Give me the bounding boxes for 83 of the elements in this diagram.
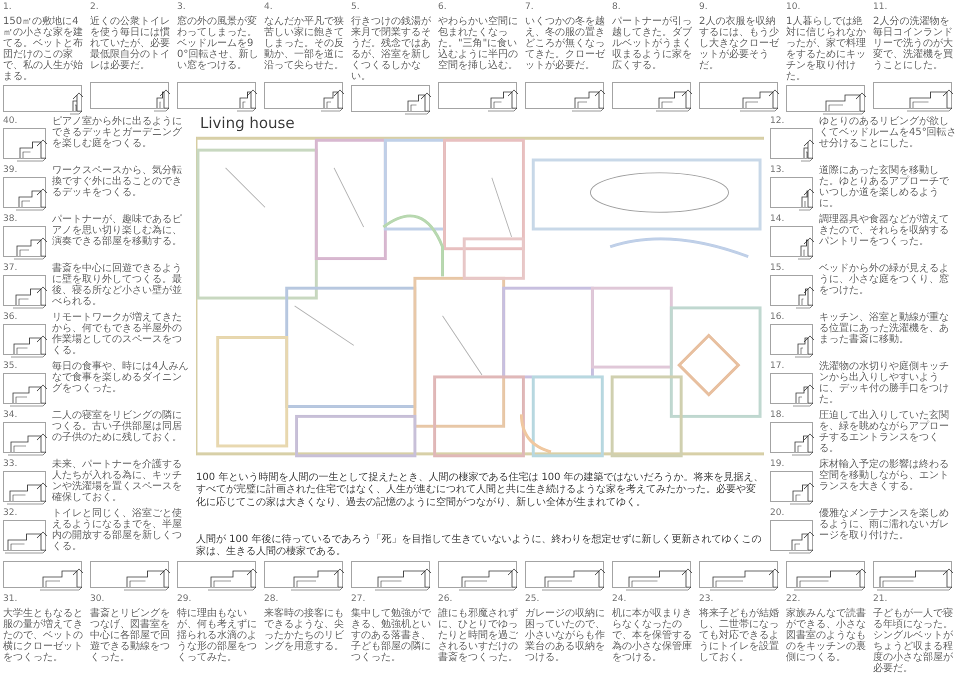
step-description: 2人分の洗濯物を毎日コインランドリーで洗うのが大変で、洗濯機を買うことにした。 <box>873 16 954 71</box>
step-description: 行きつけの銭湯が来月で閉業するそうだ。残念ではあるが、浴室を新しくつくるしかない。 <box>351 16 432 82</box>
step-number: 16. <box>770 312 786 323</box>
step-number: 7. <box>525 2 535 13</box>
step-number: 10. <box>786 2 802 13</box>
concept-paragraph: 100 年という時間を人間の一生として捉えたとき、人間の棲家である住宅は 100 年の建築ではないだろうか。将来を見据え、すべてが完璧に計画された住宅ではなく、人生が進むにつれて人間と共に生き続けるような家を考えてみたかった。必要や変化に応じてこの家は大きくなり、過去の記憶のように空間がつながり、新しい全体が生まれてゆく。 <box>196 472 764 510</box>
step-description: 特に理由もないが、何も考えずに揺られる水滴のような形の部屋をつくってみた。 <box>177 608 258 663</box>
step-description: 1人暮らしでは絶対に信じられなかったが、家で料理をするためにキッチンを取り付けた。 <box>786 16 867 82</box>
step-description: ワークスペースから、気分転換ですぐ外に出ることのできるデッキをつくる。 <box>52 165 183 198</box>
step-number: 9. <box>699 2 709 13</box>
step-number: 26. <box>438 594 454 605</box>
step-number: 14. <box>770 214 786 225</box>
step-number: 19. <box>770 459 786 470</box>
concept-paragraph: 人間が 100 年後に待っているであろう「死」を目指して生きていないように、終わりを想定せずに新しく更新されてゆくこの家は、生きる人間の棲家である。 <box>196 534 762 559</box>
step-number: 32. <box>3 508 18 519</box>
step-number: 18. <box>770 410 786 421</box>
step-number: 13. <box>770 165 786 176</box>
step-description: 子どもが一人で寝る年頃になった。シングルベットがちょうど収まる程度の小さな部屋が必要だ。 <box>873 608 954 674</box>
step-number: 40. <box>3 116 18 127</box>
step-number: 11. <box>873 2 888 13</box>
step-number: 36. <box>3 312 18 323</box>
step-description: 将来子どもが結婚し、二世帯になっても対応できるようにトイレを設置しておく。 <box>699 608 780 663</box>
step-number: 31. <box>3 594 18 605</box>
step-description: 書斎を中心に回遊できるように壁を取り外してつくる。最後、寝る所など小さい壁が並べられる。 <box>52 263 183 307</box>
step-number: 3. <box>177 2 187 13</box>
step-number: 1. <box>3 2 13 13</box>
step-description: 近くの公衆トイレを使う毎日には慣れていたが、必要最低限自分のトイレは必要だ。 <box>90 16 171 71</box>
step-description: 優雅なメンテナンスを楽しめるように、雨に濡れないガレージを取り付けた。 <box>819 508 950 541</box>
step-number: 30. <box>90 594 106 605</box>
step-description: 2人の衣服を収納するには、もう少し大きなクローゼットが必要そうだ。 <box>699 16 780 71</box>
step-description: ガレージの収納に困っていたので、小さいながらも作業台のある収納をつける。 <box>525 608 606 663</box>
step-number: 39. <box>3 165 18 176</box>
step-description: パートナーが引っ越してきた。ダブルベットがうまく収まるように家を広くする。 <box>612 16 693 71</box>
step-description: 圧迫して出入りしていた玄関を、緑を眺めながらアプローチするエントランスをつくる。 <box>819 410 950 454</box>
step-description: ピアノ室から外に出るようにできるデッキとガーデニングを楽しむ庭をつくる。 <box>52 116 183 149</box>
step-description: 集中して勉強ができる、勉強机といすのある落書き、子ども部屋の隣につくった。 <box>351 608 432 663</box>
step-description: なんだか平凡で狭苦しい家に飽きてしまった。その反動か、一部を道に沿って尖らせた。 <box>264 16 345 71</box>
step-description: 来客時の接客にもできるような、尖ったかたちのリビングを用意する。 <box>264 608 345 652</box>
step-number: 28. <box>264 594 280 605</box>
step-description: 窓の外の風景が変わってしまった。ベッドルームを90°回転させ、新しい窓をつける。 <box>177 16 260 71</box>
step-number: 4. <box>264 2 274 13</box>
step-number: 35. <box>3 361 18 372</box>
step-description: やわらかい空間に包まれたくなった。"三角"に食い込むように半円の空間を挿し込む。 <box>438 16 519 71</box>
step-number: 33. <box>3 459 18 470</box>
step-description: 毎日の食事や、時には4人みんなで食事を楽しめるダイニングをつくった。 <box>52 361 190 394</box>
step-number: 17. <box>770 361 786 372</box>
step-description: パートナーが、趣味であるピアノを思い切り楽しむ為に、演奏できる部屋を移動する。 <box>52 214 183 247</box>
step-description: 調理器具や食器などが増えてきたので、それらを収納するパントリーをつくった。 <box>819 214 950 247</box>
step-number: 5. <box>351 2 361 13</box>
step-number: 25. <box>525 594 540 605</box>
step-number: 37. <box>3 263 18 274</box>
diagram-title: Living house <box>200 114 295 132</box>
step-number: 34. <box>3 410 18 421</box>
step-description: 道際にあった玄関を移動した。ゆとりあるアプローチでいつしか道を楽しめるように。 <box>819 165 950 209</box>
step-number: 15. <box>770 263 786 274</box>
step-number: 12. <box>770 116 786 127</box>
step-number: 24. <box>612 594 628 605</box>
step-number: 8. <box>612 2 622 13</box>
step-description: リモートワークが増えてきたから、何でもできる半屋外の作業場としてのスペースをつくる。 <box>52 312 183 356</box>
step-description: 大学生ともなると服の量が増えてきたので、ベットの横にクローゼットをつくった。 <box>3 608 84 663</box>
step-number: 22. <box>786 594 802 605</box>
step-number: 38. <box>3 214 18 225</box>
step-description: いくつかの冬を越え、冬の服の置きどころが無くなってきた。クローゼットが必要だ。 <box>525 16 606 71</box>
step-description: 150㎡の敷地に4㎡の小さな家を建てる。ベットと布団だけのこの家で、私の人生が始まる。 <box>3 16 84 82</box>
step-description: トイレと同じく、浴室ごと使えるようになるまでを、半屋内の開放する部屋を新しくつくる。 <box>52 508 183 552</box>
step-description: 家族みんなで読書ができる、小さな図書室のようなものをキッチンの裏側につくる。 <box>786 608 867 663</box>
step-number: 2. <box>90 2 100 13</box>
step-description: 机に本が収まりきらなくなったので、本を保管する為の小さな保管庫をつける。 <box>612 608 693 663</box>
step-description: 洗濯物の水切りや庭側キッチンから出入りしやすいように、デッキ付の勝手口をつけた。 <box>819 361 950 405</box>
step-description: 未来、パートナーを介護する人たちが入れる為に、キッチンや洗濯場を置くスペースを確保しておく。 <box>52 459 183 503</box>
step-description: ゆとりのあるリビングが欲しくてベッドルームを45°回転させ分けることにした。 <box>819 116 957 149</box>
step-description: 二人の寝室をリビングの隣につくる。古い子供部屋は同居の子供のために残しておく。 <box>52 410 183 443</box>
step-number: 6. <box>438 2 448 13</box>
step-description: 誰にも邪魔されずに、ひとりでゆったりと時間を過ごされるいすだけの書斎をつくった。 <box>438 608 519 663</box>
step-number: 21. <box>873 594 888 605</box>
step-description: 床材輸入予定の影響は終わる空間を移動しながら、エントランスを大きくする。 <box>819 459 950 492</box>
step-number: 29. <box>177 594 192 605</box>
step-description: キッチン、浴室と動線が重なる位置にあった洗濯機を、あまった書斎に移動。 <box>819 312 950 345</box>
step-description: 書斎とリビングをつなげ、図書室を中心に各部屋で回遊できる動線をつくった。 <box>90 608 171 663</box>
step-number: 20. <box>770 508 786 519</box>
step-description: ベッドから外の緑が見えるように、小さな庭をつくり、窓をつけた。 <box>819 263 950 296</box>
step-number: 23. <box>699 594 714 605</box>
step-number: 27. <box>351 594 366 605</box>
